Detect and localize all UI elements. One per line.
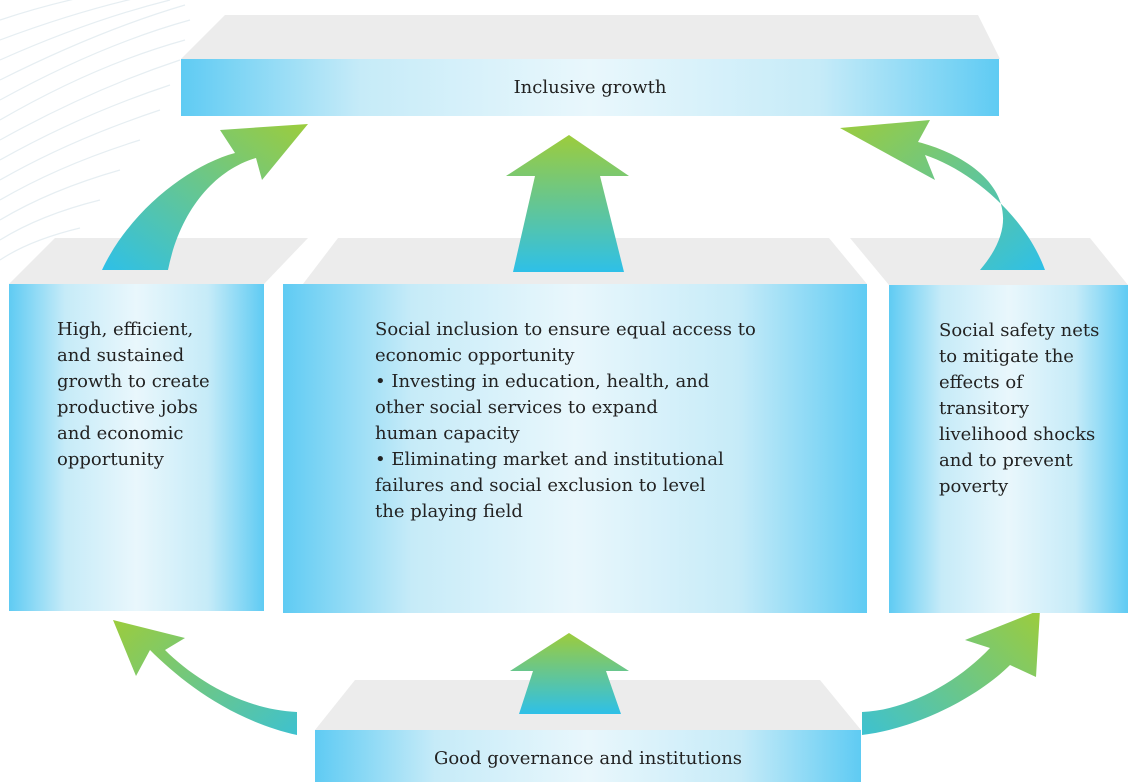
growth-pillar-line: and sustained [57,345,185,366]
left-up-arrow [102,124,308,270]
social-inclusion-box: Social inclusion to ensure equal access … [283,284,867,613]
social-inclusion-line: Social inclusion to ensure equal access … [375,319,756,340]
safety-nets-line: effects of [939,372,1023,393]
growth-pillar-text: High, efficient, and sustained growth to… [57,317,210,473]
right-up-arrow [840,120,1045,270]
governance-label: Good governance and institutions [433,748,743,769]
growth-pillar-line: growth to create [57,371,210,392]
bottom-center-arrow [510,633,629,714]
social-inclusion-line: failures and social exclusion to level [375,475,706,496]
growth-pillar-line: High, efficient, [57,319,194,340]
safety-nets-text: Social safety nets to mitigate the effec… [939,318,1099,500]
safety-nets-line: livelihood shocks [939,424,1096,445]
decorative-curves [0,0,191,261]
center-up-arrow [506,135,629,272]
safety-nets-line: and to prevent [939,450,1073,471]
safety-nets-line: transitory [939,398,1029,419]
growth-pillar-line: and economic [57,423,184,444]
inclusive-growth-box: Inclusive growth [181,59,999,116]
inclusive-growth-label: Inclusive growth [513,77,667,98]
social-inclusion-line: other social services to expand [375,397,658,418]
growth-pillar-box: High, efficient, and sustained growth to… [9,284,264,611]
social-inclusion-line: • Investing in education, health, and [375,371,710,392]
governance-box: Good governance and institutions [315,730,861,782]
social-inclusion-line: human capacity [375,423,520,444]
social-inclusion-text: Social inclusion to ensure equal access … [375,317,756,525]
growth-pillar-line: productive jobs [57,397,198,418]
social-inclusion-line: the playing field [375,501,523,522]
bottom-right-arrow [862,610,1040,782]
bottom-left-arrow [113,620,297,782]
growth-pillar-line: opportunity [57,449,164,470]
safety-nets-line: Social safety nets [939,320,1100,341]
safety-nets-box: Social safety nets to mitigate the effec… [889,285,1128,613]
safety-nets-line: poverty [939,476,1009,497]
top-platform [181,15,1000,59]
social-inclusion-line: • Eliminating market and institutional [375,449,724,470]
safety-nets-line: to mitigate the [939,346,1074,367]
social-inclusion-line: economic opportunity [375,345,575,366]
